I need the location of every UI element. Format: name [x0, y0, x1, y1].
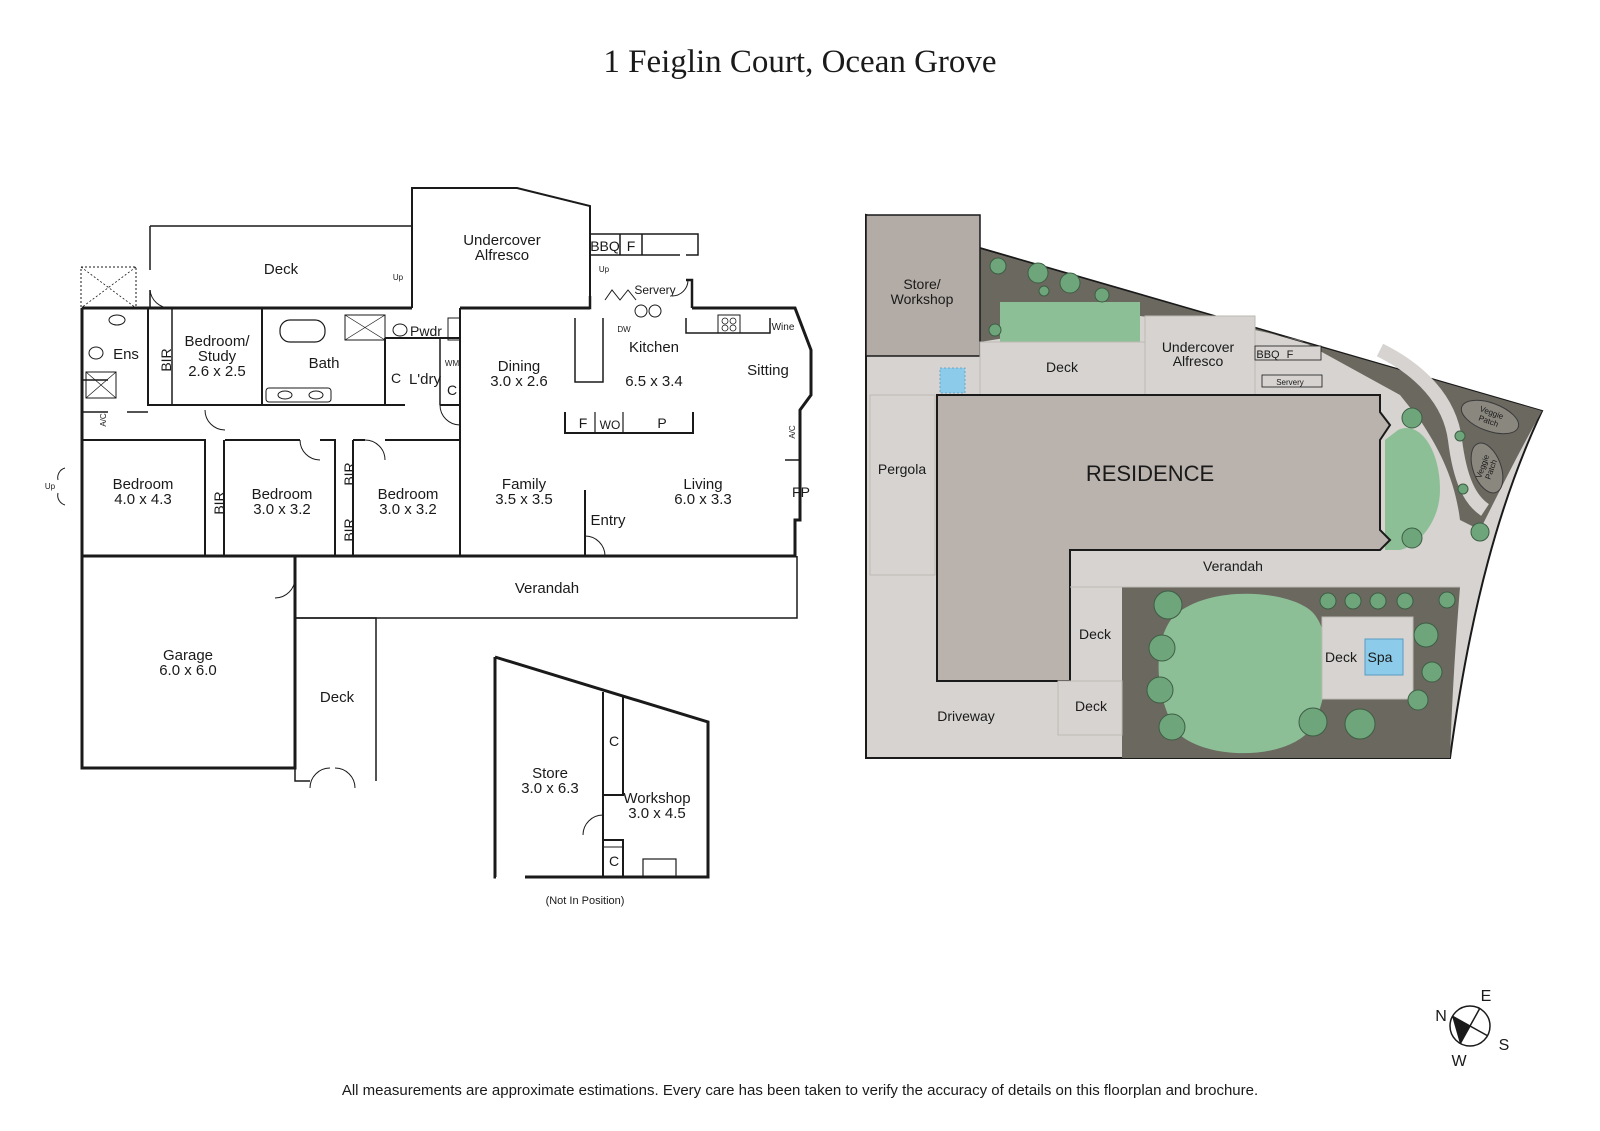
bir2-label: BIR [211, 491, 227, 514]
site-deck-top-label: Deck [1046, 359, 1079, 375]
compass-w: W [1451, 1053, 1467, 1070]
site-spa-label: Spa [1368, 649, 1393, 665]
bir3-label: BIR [341, 462, 357, 485]
bed-study-label-2: Study [198, 348, 237, 365]
site-plan-labels: Store/ Workshop Deck Undercover Alfresco… [878, 276, 1505, 724]
bbq-outline [590, 233, 699, 256]
bed-main-label-2: 4.0 x 4.3 [114, 491, 172, 508]
site-driveway-label: Driveway [937, 708, 995, 724]
bath-label: Bath [309, 355, 340, 372]
site-f-label: F [1287, 349, 1294, 361]
lawn-side [1385, 428, 1440, 550]
alfresco-label-2: Alfresco [475, 247, 529, 264]
ldry-c2-label: C [447, 382, 457, 398]
dining-label-1: Dining [498, 358, 541, 375]
bed2-label-2: 3.0 x 3.2 [253, 501, 311, 518]
f-top-label: F [627, 238, 636, 254]
compass-n: N [1435, 1008, 1447, 1025]
ac2-label: A/C [788, 425, 797, 439]
site-store-label-1: Store/ [903, 276, 940, 292]
workshop-label-1: Workshop [623, 790, 690, 807]
site-bbq-label: BBQ [1256, 349, 1280, 361]
site-verandah-label: Verandah [1203, 558, 1263, 574]
garage-label-1: Garage [163, 647, 213, 664]
alfresco-outline [411, 187, 591, 308]
site-deck-low-label: Deck [1075, 698, 1108, 714]
page-title: 1 Feiglin Court, Ocean Grove [603, 44, 997, 80]
living-label-2: 6.0 x 3.3 [674, 491, 732, 508]
bed-study-label-3: 2.6 x 2.5 [188, 363, 246, 380]
dining-label-2: 3.0 x 2.6 [490, 373, 548, 390]
workshop-label-2: 3.0 x 4.5 [628, 805, 686, 822]
site-store-label-2: Workshop [891, 291, 954, 307]
family-label-2: 3.5 x 3.5 [495, 491, 553, 508]
alfresco-label-1: Undercover [463, 232, 541, 249]
site-deck-mid-label: Deck [1079, 626, 1112, 642]
garage-label-2: 6.0 x 6.0 [159, 662, 217, 679]
ac1-label: A/C [99, 413, 108, 427]
wm-label: WM [445, 359, 460, 368]
compass-s: S [1499, 1037, 1510, 1054]
dw-label: DW [617, 325, 631, 334]
shrubs [988, 257, 1490, 741]
spa [1364, 638, 1404, 676]
bir4-label: BIR [341, 518, 357, 541]
site-residence [936, 394, 1392, 682]
store-label-1: Store [532, 765, 568, 782]
wo-label: WO [600, 418, 621, 432]
compass: N E S W [1435, 988, 1509, 1070]
bed3-label-2: 3.0 x 3.2 [379, 501, 437, 518]
servery-label: Servery [634, 283, 675, 297]
floor-plan-labels: Deck Undercover Alfresco BBQ F Up Up Ser… [45, 232, 810, 907]
garage-outline [80, 556, 297, 770]
site-alfresco-label-1: Undercover [1162, 339, 1235, 355]
living-label-1: Living [683, 476, 722, 493]
kitchen-label-1: Kitchen [629, 339, 679, 356]
bed2-label-1: Bedroom [252, 486, 313, 503]
ws-c2-label: C [609, 853, 619, 869]
up-alfresco-label: Up [599, 265, 610, 274]
ws-c1-label: C [609, 733, 619, 749]
not-in-position-label: (Not In Position) [546, 895, 625, 907]
ldry-c-label: C [391, 370, 401, 386]
deck-bottom-label: Deck [320, 689, 355, 706]
fp-label: FP [792, 484, 810, 500]
bbq-label: BBQ [590, 238, 620, 254]
disclaimer: All measurements are approximate estimat… [341, 1082, 1259, 1099]
sitting-label: Sitting [747, 362, 789, 379]
wine-label: Wine [772, 322, 795, 333]
verandah-label: Verandah [515, 580, 579, 597]
up-side-label: Up [45, 482, 56, 491]
store-label-2: 3.0 x 6.3 [521, 780, 579, 797]
pwdr-label: Pwdr [410, 323, 442, 339]
site-plan [865, 213, 1544, 759]
floor-plan [57, 187, 813, 879]
kitchen-label-2: 6.5 x 3.4 [625, 373, 683, 390]
site-deck-spa-label: Deck [1325, 649, 1358, 665]
entry-label: Entry [590, 512, 626, 529]
bed-main-label-1: Bedroom [113, 476, 174, 493]
site-pergola-label: Pergola [878, 461, 926, 477]
site-store [865, 214, 981, 357]
compass-e: E [1481, 988, 1492, 1005]
family-label-1: Family [502, 476, 547, 493]
bir1-label: BIR [158, 348, 174, 371]
site-alfresco-label-2: Alfresco [1173, 353, 1224, 369]
site-servery-label: Servery [1276, 378, 1304, 387]
lawn-main [1158, 593, 1327, 754]
p-label: P [657, 415, 666, 431]
store-workshop-outline [493, 655, 710, 879]
deck-bottom-outline [294, 617, 377, 782]
f-kitchen-label: F [579, 415, 588, 431]
ldry-label: L'dry [409, 371, 442, 388]
up-deck-label: Up [393, 273, 404, 282]
site-residence-label: RESIDENCE [1086, 461, 1214, 486]
lawn-top [1000, 302, 1140, 342]
bed3-label-1: Bedroom [378, 486, 439, 503]
deck-top-label: Deck [264, 261, 299, 278]
ens-label: Ens [113, 346, 139, 363]
bed-study-label-1: Bedroom/ [184, 333, 250, 350]
